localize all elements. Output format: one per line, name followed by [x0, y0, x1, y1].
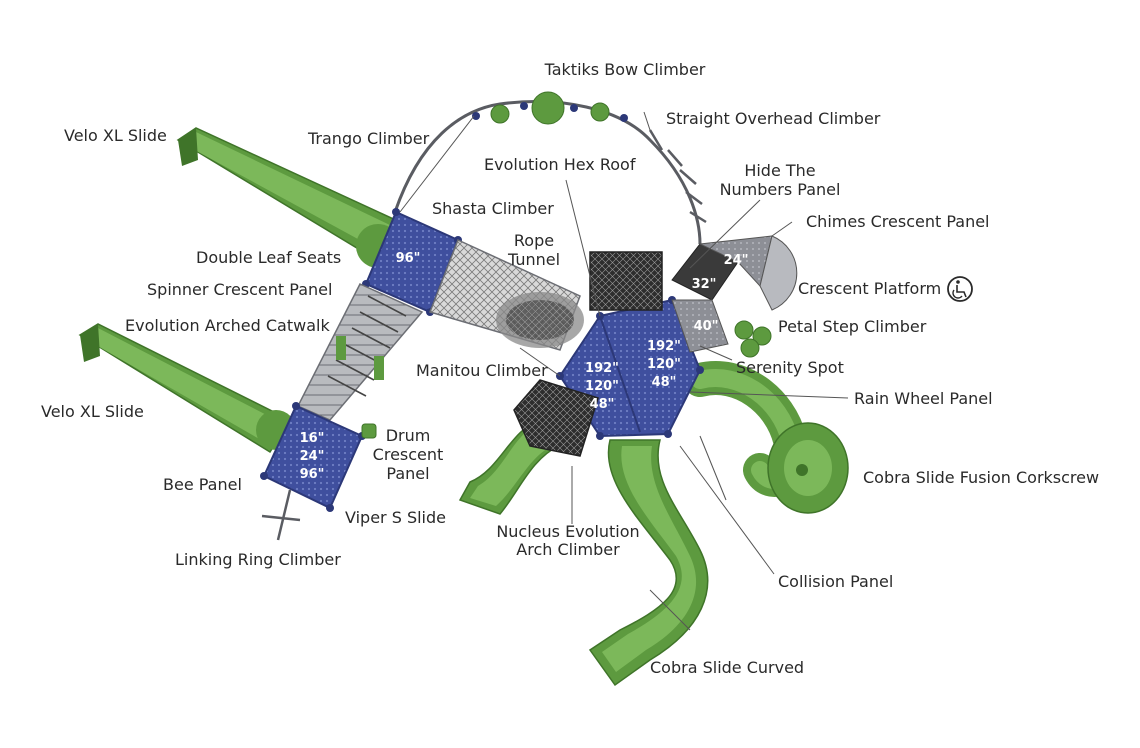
height-center-right-c: 48"	[652, 375, 677, 390]
label-evolution-arched-catwalk: Evolution Arched Catwalk	[125, 316, 330, 335]
height-lower-left-b: 24"	[300, 449, 325, 464]
label-trango-climber: Trango Climber	[307, 129, 430, 148]
label-rain-wheel-panel: Rain Wheel Panel	[854, 389, 993, 408]
label-shasta-climber: Shasta Climber	[432, 199, 554, 218]
wheelchair-accessible-icon	[947, 276, 973, 302]
label-rope-tunnel-2: Tunnel	[507, 250, 560, 269]
label-nucleus-evolution-1: Nucleus Evolution	[496, 522, 639, 541]
height-center-left-a: 192"	[585, 361, 619, 376]
grey-step-platforms	[671, 235, 798, 353]
deck-heights: 96" 16" 24" 96" 192" 120" 48" 192" 120" …	[300, 251, 749, 482]
label-evolution-hex-roof: Evolution Hex Roof	[484, 155, 636, 174]
label-crescent-platform: Crescent Platform	[798, 279, 941, 298]
linking-ring-climber	[261, 489, 301, 541]
height-grey-step-c: 40"	[694, 319, 719, 334]
evolution-arched-catwalk	[296, 283, 424, 421]
label-double-leaf-seats: Double Leaf Seats	[196, 248, 341, 267]
label-drum-crescent-2: Crescent	[373, 445, 444, 464]
height-lower-left-c: 96"	[300, 467, 325, 482]
label-taktiks-bow-climber: Taktiks Bow Climber	[544, 60, 706, 79]
evolution-hex-roof	[589, 251, 663, 311]
height-center-right-a: 192"	[647, 339, 681, 354]
label-drum-crescent-1: Drum	[386, 426, 431, 445]
height-center-left-b: 120"	[585, 379, 619, 394]
label-linking-ring-climber: Linking Ring Climber	[175, 550, 341, 569]
petal-step-climber	[734, 320, 772, 358]
label-spinner-crescent-panel: Spinner Crescent Panel	[147, 280, 332, 299]
label-manitou-climber: Manitou Climber	[416, 361, 548, 380]
label-hide-the-numbers-2: Numbers Panel	[720, 180, 841, 199]
label-rope-tunnel-1: Rope	[514, 231, 554, 250]
label-viper-s-slide: Viper S Slide	[345, 508, 446, 527]
label-collision-panel: Collision Panel	[778, 572, 893, 591]
height-grey-step-a: 32"	[692, 277, 717, 292]
label-velo-xl-slide-top: Velo XL Slide	[64, 126, 167, 145]
label-petal-step-climber: Petal Step Climber	[778, 317, 927, 336]
label-nucleus-evolution-2: Arch Climber	[516, 540, 620, 559]
velo-xl-slide-top	[176, 127, 402, 264]
label-velo-xl-slide-bottom: Velo XL Slide	[41, 402, 144, 421]
component-labels: Taktiks Bow Climber Straight Overhead Cl…	[41, 60, 1099, 677]
height-grey-step-b: 24"	[724, 253, 749, 268]
height-upper-left: 96"	[396, 251, 421, 266]
label-serenity-spot: Serenity Spot	[736, 358, 844, 377]
cobra-slide-curved	[588, 439, 709, 687]
cobra-slide-fusion-corkscrew	[683, 361, 849, 514]
height-lower-left-a: 16"	[300, 431, 325, 446]
lower-left-deck	[256, 402, 377, 512]
label-drum-crescent-3: Panel	[386, 464, 429, 483]
rope-tunnel	[429, 238, 584, 351]
height-center-left-c: 48"	[590, 397, 615, 412]
height-center-right-b: 120"	[647, 357, 681, 372]
label-cobra-slide-fusion-corkscrew: Cobra Slide Fusion Corkscrew	[863, 468, 1099, 487]
nucleus-evolution-arch-climber	[513, 379, 599, 457]
label-bee-panel: Bee Panel	[163, 475, 242, 494]
upper-left-deck	[356, 208, 462, 316]
leader-lines	[399, 111, 849, 631]
label-hide-the-numbers-1: Hide The	[744, 161, 815, 180]
overhead-arc-climber	[393, 91, 707, 245]
label-straight-overhead-climber: Straight Overhead Climber	[666, 109, 881, 128]
label-chimes-crescent-panel: Chimes Crescent Panel	[806, 212, 990, 231]
label-cobra-slide-curved: Cobra Slide Curved	[650, 658, 804, 677]
